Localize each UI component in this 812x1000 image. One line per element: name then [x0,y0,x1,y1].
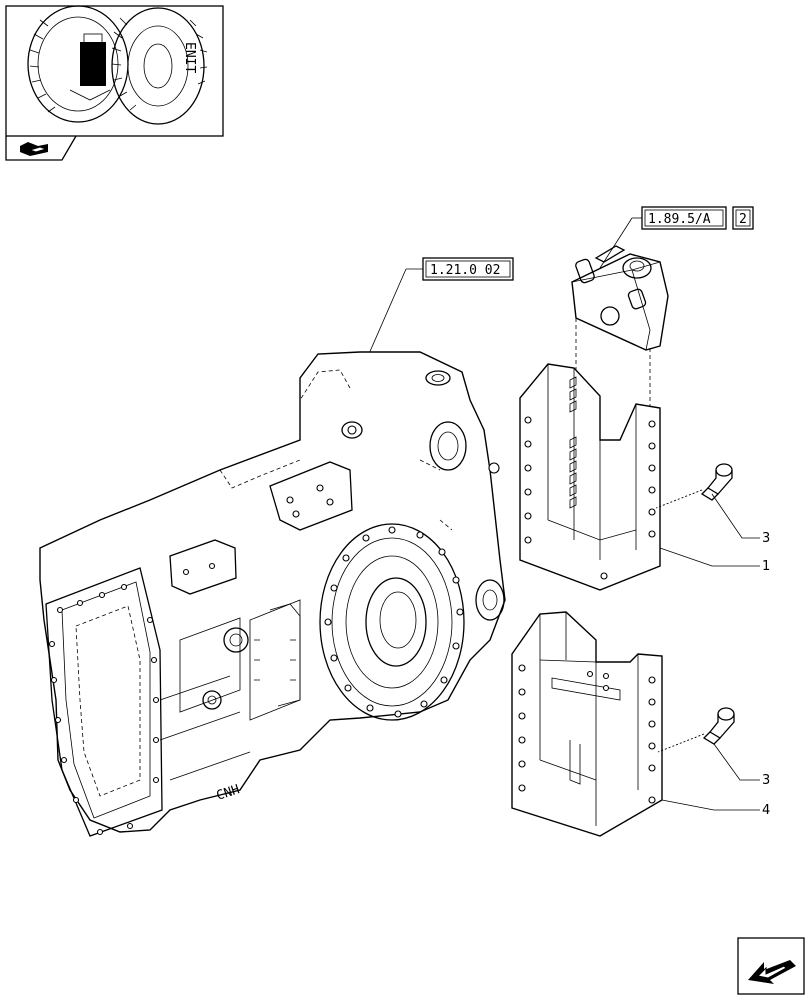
tractor-location-thumbnail: ENIT [5,5,224,137]
housing-ref-text: 1.21.0 02 [430,263,500,278]
top-ref-text: 1.89.5/A [648,212,711,227]
transmission-housing: CNH [39,351,506,837]
callout-lower-bolt: 3 [762,773,770,788]
upper-bolt [700,463,733,501]
svg-text:ENIT: ENIT [182,42,197,73]
next-page-arrow-icon[interactable] [737,937,805,995]
lower-hitch-bracket [511,611,663,837]
top-ref-page-text: 2 [739,212,747,227]
callout-lower-bracket: 4 [762,803,770,818]
callout-upper-bracket: 1 [762,559,770,574]
section-marker-icon [5,135,77,161]
top-reference-label[interactable]: 1.89.5/A 2 [641,206,754,230]
callout-upper-bolt: 3 [762,531,770,546]
hitch-hook-assembly [571,245,669,351]
upper-hitch-bracket [519,363,661,591]
housing-reference-label[interactable]: 1.21.0 02 [422,257,514,281]
svg-text:CNH: CNH [215,782,242,804]
lower-bolt [702,707,735,745]
